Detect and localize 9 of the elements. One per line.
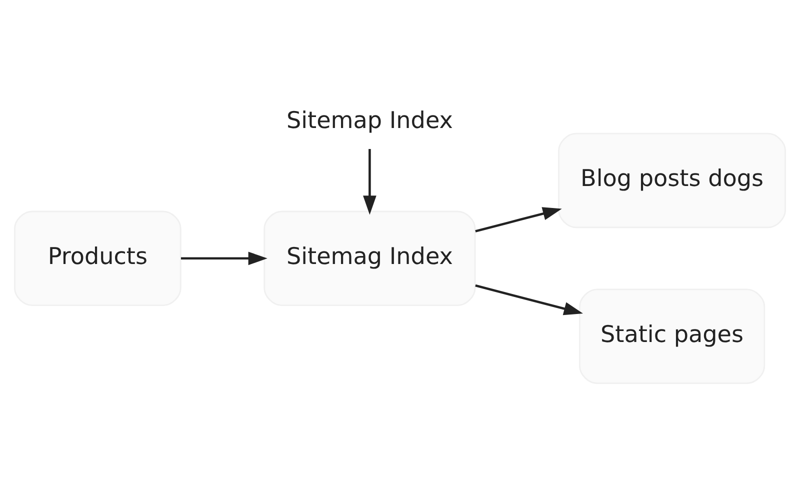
node-box: Blog posts dogs [558,132,786,228]
node-box: Products [14,210,182,306]
node-box: Static pages [578,288,766,384]
node-text: Sitemap Index [286,108,453,134]
arrow [363,149,376,215]
arrow [180,252,268,266]
arrow [475,284,583,316]
arrow [475,207,562,232]
node-box: Sitemag Index [264,210,476,306]
